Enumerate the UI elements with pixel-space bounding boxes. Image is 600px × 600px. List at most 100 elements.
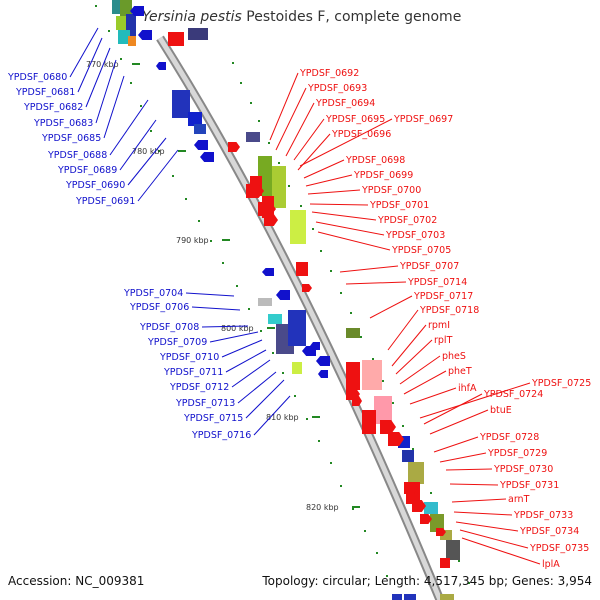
gene-label-left: YPDSF_0706 — [129, 302, 189, 313]
track-dot — [386, 575, 388, 577]
gene-arrow — [156, 62, 166, 70]
gene-label-right: YPDSF_0734 — [519, 526, 579, 537]
gene-block — [402, 450, 414, 462]
gene-block — [268, 314, 282, 324]
leader-line — [127, 137, 167, 186]
gene-label-right: YPDSF_0735 — [529, 543, 589, 554]
gene-block — [194, 124, 206, 134]
leader-line — [419, 382, 531, 419]
gene-label-left: YPDSF_0691 — [75, 196, 135, 207]
track-dot — [360, 336, 362, 338]
gene-block — [346, 328, 360, 338]
gene-label-left: YPDSF_0713 — [175, 398, 235, 409]
leader-line — [269, 72, 299, 141]
gene-arrow — [412, 500, 426, 512]
track-dot — [320, 250, 322, 252]
gene-label-left: YPDSF_0708 — [139, 322, 199, 333]
leader-line — [275, 87, 307, 151]
gene-block — [392, 594, 402, 600]
gene-label-right: YPDSF_0707 — [399, 261, 459, 272]
track-dot — [185, 198, 187, 200]
leader-line — [191, 306, 241, 311]
gene-label-right: YPDSF_0702 — [377, 215, 437, 226]
gene-label-right: YPDSF_0717 — [413, 291, 473, 302]
gene-label-right: YPDSF_0705 — [391, 245, 451, 256]
track-dot — [412, 448, 414, 450]
leader-line — [339, 265, 399, 273]
gene-arrow — [420, 514, 432, 524]
gene-label-right: YPDSF_0692 — [299, 68, 359, 79]
leader-line — [185, 292, 235, 297]
gene-label-left: YPDSF_0704 — [123, 288, 183, 299]
track-dot — [372, 358, 374, 360]
track-dot — [364, 530, 366, 532]
gene-label-right: YPDSF_0697 — [393, 114, 453, 125]
leader-line — [449, 483, 499, 486]
gene-block — [288, 310, 306, 346]
leader-line — [297, 133, 331, 171]
gene-block — [292, 362, 302, 374]
gene-block — [430, 514, 444, 532]
gene-label-left: YPDSF_0716 — [191, 430, 251, 441]
leader-line — [95, 59, 117, 124]
tick-label: 780 kbp — [132, 147, 165, 156]
track-dot — [140, 105, 142, 107]
leader-line — [299, 118, 393, 167]
gene-arrow — [262, 268, 274, 276]
gene-arrow — [404, 482, 418, 494]
leader-line — [307, 189, 361, 195]
leader-line — [245, 379, 285, 419]
leader-line — [285, 102, 315, 157]
leader-line — [69, 27, 99, 78]
gene-arrow — [388, 432, 404, 446]
gene-label-right: YPDSF_0728 — [479, 432, 539, 443]
genome-title: Yersinia pestis Pestoides F, complete ge… — [142, 9, 461, 25]
leader-line — [429, 409, 489, 435]
gene-block — [362, 360, 382, 390]
track-dot — [330, 462, 332, 464]
tick-label: 790 kbp — [176, 236, 209, 245]
track-dot — [272, 352, 274, 354]
track-dot — [268, 142, 270, 144]
gene-label-right: pheT — [448, 366, 472, 377]
track-dot — [150, 130, 152, 132]
tick-label: 800 kbp — [221, 324, 254, 333]
gene-label-right: YPDSF_0699 — [353, 170, 413, 181]
gene-label-right: arnT — [508, 494, 530, 505]
gene-arrow — [352, 396, 362, 406]
leader-line — [85, 47, 111, 108]
gene-label-left: YPDSF_0709 — [147, 337, 207, 348]
gene-arrow — [264, 214, 278, 226]
track-dot — [172, 175, 174, 177]
leader-line — [201, 325, 249, 328]
gene-block — [246, 132, 260, 142]
track-dot — [392, 402, 394, 404]
track-dot — [236, 285, 238, 287]
gene-block — [116, 16, 126, 30]
gene-label-right: lplA — [542, 559, 560, 570]
track-dot — [350, 312, 352, 314]
gene-label-right: rpmI — [428, 320, 450, 331]
track-dot — [294, 395, 296, 397]
track-dot — [250, 102, 252, 104]
gene-label-left: YPDSF_0682 — [23, 102, 83, 113]
gene-block — [374, 396, 392, 424]
gene-block — [404, 594, 416, 600]
leader-line — [433, 436, 479, 453]
gene-label-right: YPDSF_0731 — [499, 480, 559, 491]
right-gene-labels: YPDSF_0692YPDSF_0693YPDSF_0694YPDSF_0695… — [269, 68, 591, 570]
track-dot — [300, 205, 302, 207]
leader-line — [315, 221, 385, 236]
gene-block — [120, 0, 132, 18]
gene-label-left: YPDSF_0710 — [159, 352, 219, 363]
leader-line — [455, 521, 519, 532]
gene-label-right: YPDSF_0725 — [531, 378, 591, 389]
gene-block — [296, 262, 308, 276]
leader-line — [309, 203, 369, 206]
gene-label-left: YPDSF_0715 — [183, 413, 243, 424]
tick-label: 770 kbp — [86, 60, 119, 69]
leader-line — [305, 174, 353, 187]
gene-block — [188, 28, 208, 40]
